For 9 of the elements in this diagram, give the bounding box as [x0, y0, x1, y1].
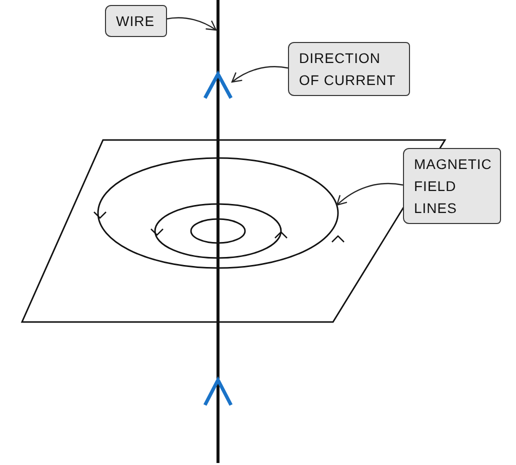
leader-arrow: [231, 66, 288, 83]
wire-line: [216, 0, 220, 463]
leader-arrow: [166, 17, 217, 31]
label-tag: MAGNETIC FIELD LINES: [403, 148, 501, 224]
label-tag: WIRE: [105, 5, 167, 37]
field-line-ellipse: [97, 157, 339, 269]
label-tag: DIRECTION OF CURRENT: [288, 42, 410, 96]
leader-arrow: [336, 182, 404, 206]
current-chevron: [203, 70, 233, 99]
